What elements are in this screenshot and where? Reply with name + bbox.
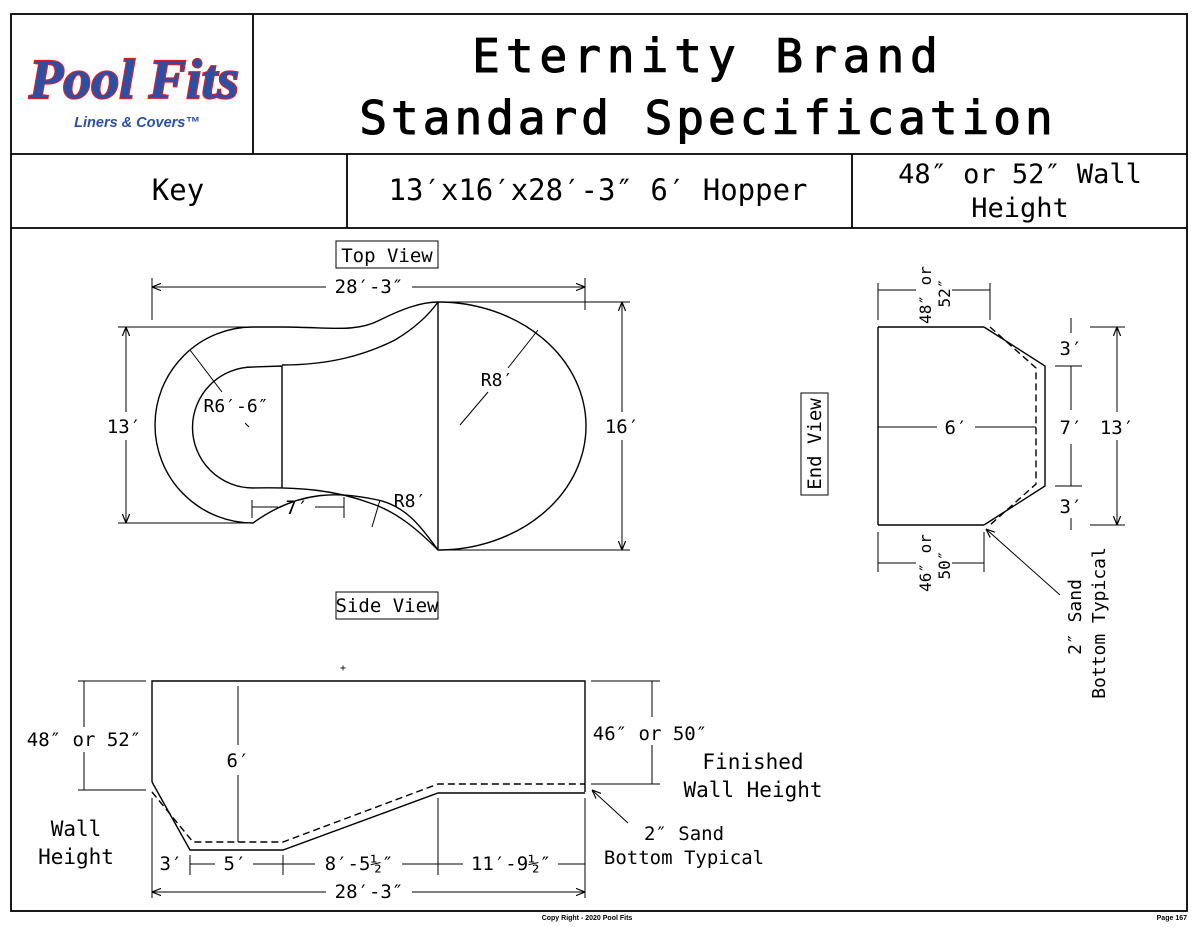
end-bottom-wall-2: 50″ bbox=[935, 551, 954, 580]
end-sand-note-1: 2″ Sand bbox=[1065, 579, 1086, 655]
svg-text:+: + bbox=[340, 663, 346, 674]
top-step-length: 7′ bbox=[286, 497, 309, 519]
logo-brand-text: Pool Fits bbox=[28, 49, 239, 111]
end-depth: 6′ bbox=[945, 417, 968, 439]
side-overall: 28′-3″ bbox=[335, 881, 404, 903]
top-view-label: Top View bbox=[341, 245, 433, 267]
end-seg-bottom: 3′ bbox=[1060, 496, 1083, 518]
top-overall-length: 28′-3″ bbox=[335, 276, 404, 298]
wall-height-line1: 48″ or 52″ Wall bbox=[898, 159, 1142, 190]
side-right-caption-1: Finished bbox=[702, 750, 803, 774]
side-left-caption-1: Wall bbox=[51, 817, 102, 841]
side-depth: 6′ bbox=[227, 750, 250, 772]
wall-height-line2: Height bbox=[971, 193, 1069, 224]
title-block bbox=[10, 13, 1188, 912]
top-view: Top View 28′-3″ 13′ 16′ bbox=[107, 240, 639, 551]
top-right-width: 16′ bbox=[605, 416, 639, 438]
pool-fits-logo: Pool Fits Liners & Covers™ bbox=[27, 48, 240, 131]
top-transition-radius: R8′ bbox=[394, 491, 427, 512]
side-seg2: 5′ bbox=[224, 853, 247, 875]
top-hopper-radius: R8′ bbox=[481, 370, 514, 391]
page-number: Page 167 bbox=[1157, 915, 1187, 922]
end-bottom-wall-1: 46″ or bbox=[916, 534, 935, 592]
side-view: Side View + 6′ 48″ or 52″ Wall Height 46… bbox=[27, 591, 823, 903]
side-seg1: 3′ bbox=[160, 853, 183, 875]
end-top-wall-1: 48″ or bbox=[916, 266, 935, 324]
title-line2: Standard Specification bbox=[359, 91, 1056, 145]
side-sand-note-2: Bottom Typical bbox=[604, 847, 764, 869]
end-sand-note-2: Bottom Typical bbox=[1089, 547, 1110, 699]
pool-outline bbox=[154, 301, 587, 551]
side-view-label: Side View bbox=[336, 595, 440, 617]
side-right-caption-2: Wall Height bbox=[683, 778, 822, 802]
pool-dimensions-label: 13′x16′x28′-3″ 6′ Hopper bbox=[388, 173, 807, 207]
end-seg-top: 3′ bbox=[1060, 338, 1083, 360]
end-top-wall-2: 52″ bbox=[935, 279, 954, 308]
side-sand-note-1: 2″ Sand bbox=[644, 823, 724, 845]
end-view: End View 6′ 48″ or 52″ 46″ or 50″ 3′ bbox=[800, 266, 1134, 699]
side-left-wall: 48″ or 52″ bbox=[27, 729, 141, 751]
side-left-caption-2: Height bbox=[38, 845, 114, 869]
top-left-width: 13′ bbox=[107, 416, 141, 438]
end-seg-mid: 7′ bbox=[1060, 417, 1083, 439]
title-line1: Eternity Brand bbox=[472, 29, 944, 83]
end-overall: 13′ bbox=[1100, 417, 1134, 439]
side-right-wall: 46″ or 50″ bbox=[593, 723, 707, 745]
logo-tagline: Liners & Covers™ bbox=[74, 115, 200, 131]
end-view-label: End View bbox=[804, 398, 826, 490]
key-inner-line bbox=[191, 301, 439, 551]
top-key-radius: R6′-6″ bbox=[203, 396, 268, 417]
side-seg4: 11′-9½″ bbox=[471, 853, 551, 875]
pool-shape-label: Key bbox=[152, 173, 204, 207]
copyright-footer: Copy Right - 2020 Pool Fits bbox=[542, 915, 633, 922]
side-seg3: 8′-5½″ bbox=[325, 853, 394, 875]
